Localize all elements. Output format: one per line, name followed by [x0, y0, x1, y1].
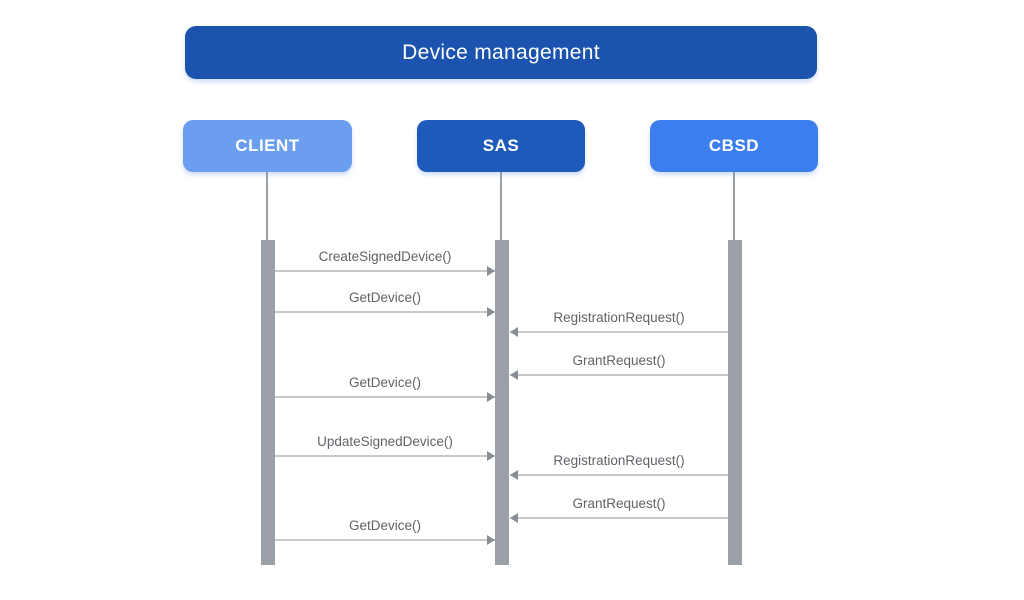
- message-line: [275, 539, 495, 541]
- message-line: [275, 455, 495, 457]
- message-registration-request-2: RegistrationRequest(): [510, 450, 728, 480]
- message-line: [510, 374, 728, 376]
- message-line: [510, 331, 728, 333]
- message-create-signed-device: CreateSignedDevice(): [275, 246, 495, 276]
- message-line: [275, 270, 495, 272]
- message-label: UpdateSignedDevice(): [317, 434, 453, 449]
- actor-label-sas: SAS: [482, 136, 520, 155]
- arrow-head-left-icon: [510, 370, 518, 380]
- message-line: [510, 517, 728, 519]
- actor-box-sas: SAS: [417, 120, 585, 172]
- message-grant-request-2: GrantRequest(): [510, 493, 728, 523]
- arrow-head-right-icon: [487, 307, 495, 317]
- diagram-title-bar: Device management: [185, 26, 817, 79]
- message-get-device-1: GetDevice(): [275, 287, 495, 317]
- actor-box-client: CLIENT: [183, 120, 352, 172]
- actor-box-cbsd: CBSD: [650, 120, 818, 172]
- arrow-head-left-icon: [510, 470, 518, 480]
- diagram-title: Device management: [402, 40, 600, 64]
- message-line: [510, 474, 728, 476]
- message-label: CreateSignedDevice(): [318, 249, 452, 264]
- message-get-device-2: GetDevice(): [275, 372, 495, 402]
- message-line: [275, 311, 495, 313]
- message-line: [275, 396, 495, 398]
- message-label: GetDevice(): [348, 290, 421, 305]
- message-label: RegistrationRequest(): [553, 453, 685, 468]
- arrow-head-right-icon: [487, 451, 495, 461]
- message-update-signed-device: UpdateSignedDevice(): [275, 431, 495, 461]
- message-label: RegistrationRequest(): [553, 310, 685, 325]
- message-label: GrantRequest(): [572, 353, 666, 368]
- activation-bar-sas: [495, 240, 509, 565]
- arrow-head-left-icon: [510, 327, 518, 337]
- message-label: GetDevice(): [348, 375, 421, 390]
- lifeline-sas: [500, 172, 502, 240]
- message-label: GrantRequest(): [572, 496, 666, 511]
- arrow-head-right-icon: [487, 266, 495, 276]
- activation-bar-cbsd: [728, 240, 742, 565]
- message-get-device-3: GetDevice(): [275, 515, 495, 545]
- arrow-head-right-icon: [487, 535, 495, 545]
- arrow-head-left-icon: [510, 513, 518, 523]
- arrow-head-right-icon: [487, 392, 495, 402]
- message-registration-request-1: RegistrationRequest(): [510, 307, 728, 337]
- message-grant-request-1: GrantRequest(): [510, 350, 728, 380]
- actor-label-client: CLIENT: [235, 136, 300, 155]
- message-label: GetDevice(): [348, 518, 421, 533]
- lifeline-client: [266, 172, 268, 240]
- activation-bar-client: [261, 240, 275, 565]
- lifeline-cbsd: [733, 172, 735, 240]
- actor-label-cbsd: CBSD: [708, 136, 760, 155]
